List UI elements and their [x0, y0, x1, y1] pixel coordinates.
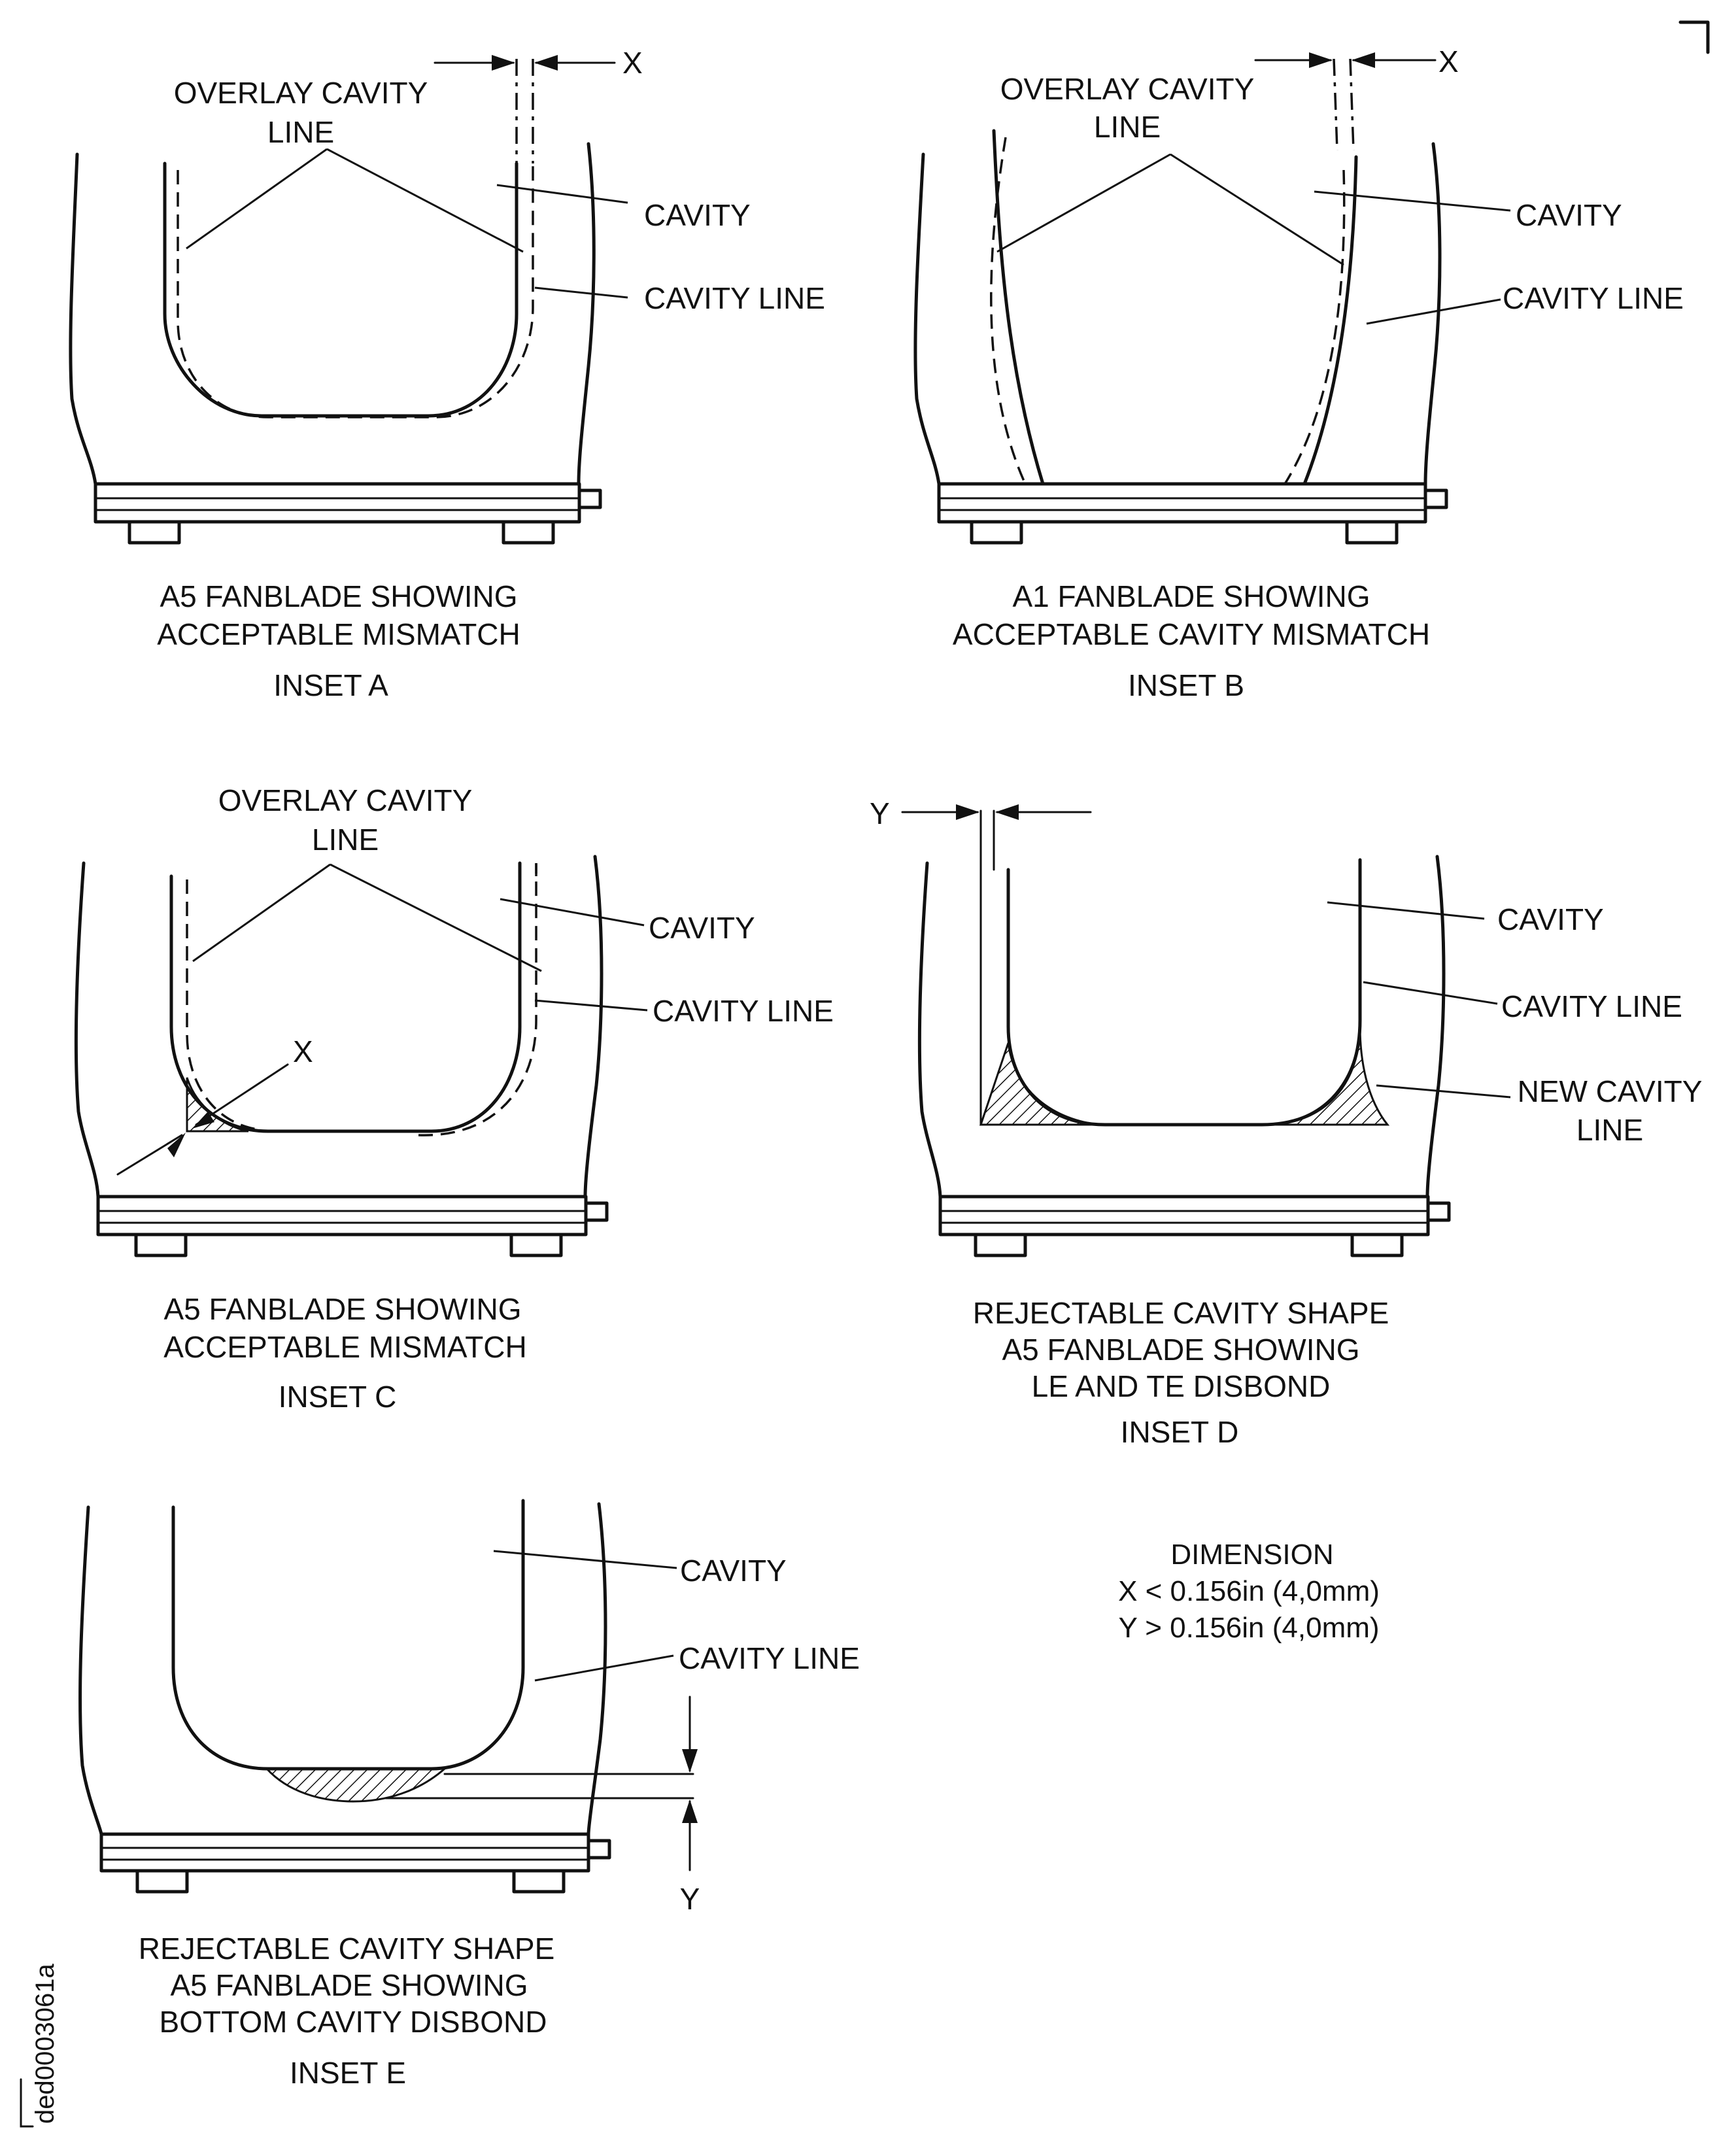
inset-c: X OVERLAY CAVITY LINE CAVITY CAVITY LINE…: [74, 783, 834, 1414]
inset-a-dim-x-label: X: [622, 46, 643, 80]
inset-c-blade: [74, 855, 609, 1257]
inset-d-leaders: [1327, 901, 1511, 1099]
inset-c-caption-2: ACCEPTABLE MISMATCH: [163, 1330, 526, 1364]
inset-e-dim-y: Y: [680, 1696, 700, 1916]
inset-c-overlay-label-1: OVERLAY CAVITY: [218, 783, 473, 817]
inset-d-dim-y: Y: [870, 796, 1092, 830]
inset-a-blade: [69, 59, 602, 545]
inset-d-caption-1: REJECTABLE CAVITY SHAPE: [973, 1296, 1389, 1330]
figure-id: ded0003061a: [31, 1964, 60, 2124]
inset-a: X OVERLAY CAVITY LINE CAVITY CAVITY LINE…: [69, 46, 825, 702]
inset-c-overlay-label-2: LINE: [312, 823, 379, 857]
inset-b-cavity-line-label: CAVITY LINE: [1503, 281, 1684, 315]
inset-e-hatched-bottom-disbond: [264, 1767, 447, 1803]
inset-b-label: INSET B: [1128, 668, 1244, 702]
inset-a-leaders: [186, 148, 628, 299]
corner-mark: [1678, 20, 1710, 54]
inset-e-caption-2: A5 FANBLADE SHOWING: [170, 1968, 528, 2002]
inset-a-overlay-label-2: LINE: [267, 115, 334, 149]
inset-e: Y CAVITY CAVITY LINE REJECTABLE CAVITY S…: [78, 1499, 860, 2090]
inset-e-blade: [78, 1499, 694, 1894]
inset-e-cavity-label: CAVITY: [680, 1554, 787, 1588]
inset-d: Y CAVITY CAVITY LINE NEW CAVITY LINE REJ…: [870, 796, 1702, 1449]
inset-a-cavity-line-label: CAVITY LINE: [644, 281, 825, 315]
inset-b-cavity-label: CAVITY: [1516, 198, 1622, 232]
inset-d-new-cavity-line-label-2: LINE: [1576, 1113, 1643, 1147]
inset-c-cavity-label: CAVITY: [649, 911, 755, 945]
inset-d-blade: [917, 810, 1451, 1257]
inset-d-label: INSET D: [1121, 1415, 1239, 1449]
inset-d-caption-3: LE AND TE DISBOND: [1032, 1369, 1331, 1403]
inset-c-caption-1: A5 FANBLADE SHOWING: [163, 1292, 521, 1326]
inset-e-leaders: [493, 1550, 677, 1682]
inset-c-cavity-line: [169, 861, 522, 1133]
inset-d-cavity-line-label: CAVITY LINE: [1501, 989, 1682, 1023]
inset-c-cavity-line-label: CAVITY LINE: [653, 994, 834, 1028]
dimension-note: DIMENSION X < 0.156in (4,0mm) Y > 0.156i…: [1118, 1539, 1380, 1644]
inset-b-dim-x-label: X: [1438, 44, 1459, 78]
inset-e-dim-y-label: Y: [680, 1882, 700, 1916]
inset-a-cavity-line: [163, 162, 519, 418]
inset-b-caption-2: ACCEPTABLE CAVITY MISMATCH: [953, 617, 1430, 651]
inset-c-dim-x: X: [116, 1034, 313, 1176]
inset-a-overlay-label-1: OVERLAY CAVITY: [174, 76, 428, 110]
inset-d-caption-2: A5 FANBLADE SHOWING: [1002, 1333, 1359, 1367]
inset-d-new-cavity-line: [979, 810, 995, 1126]
inset-e-caption-1: REJECTABLE CAVITY SHAPE: [139, 1932, 555, 1966]
inset-c-leaders: [192, 863, 648, 1012]
figure-id-block: ded0003061a: [20, 1964, 60, 2128]
inset-c-label: INSET C: [279, 1380, 397, 1414]
inset-a-caption-2: ACCEPTABLE MISMATCH: [157, 617, 520, 651]
inset-b-dim-x: X: [1254, 44, 1459, 78]
inset-d-dim-y-label: Y: [870, 796, 890, 830]
inset-d-cavity-label: CAVITY: [1497, 902, 1604, 936]
inset-a-label: INSET A: [273, 668, 388, 702]
inset-b: X OVERLAY CAVITY LINE CAVITY CAVITY LINE…: [913, 44, 1684, 702]
inset-d-new-cavity-line-label-1: NEW CAVITY: [1518, 1074, 1703, 1108]
inset-d-hatched-te-disbond: [1261, 1026, 1390, 1126]
inset-e-cavity-line-label: CAVITY LINE: [679, 1641, 860, 1675]
inset-a-caption-1: A5 FANBLADE SHOWING: [160, 579, 517, 613]
dimension-y-limit: Y > 0.156in (4,0mm): [1118, 1612, 1379, 1644]
inset-b-overlay-cavity-line: [990, 137, 1027, 485]
inset-b-cavity-line: [992, 129, 1045, 486]
inset-c-overlay-cavity-line: [186, 863, 537, 1136]
inset-e-cavity-line: [171, 1499, 525, 1771]
inset-c-hatched-mismatch: [186, 1077, 249, 1133]
inset-b-overlay-label-1: OVERLAY CAVITY: [1000, 72, 1255, 106]
inset-b-overlay-label-2: LINE: [1094, 110, 1161, 144]
inset-a-overlay-cavity-line: [177, 163, 534, 418]
inset-d-hatched-le-disbond: [979, 1042, 1099, 1126]
dimension-x-limit: X < 0.156in (4,0mm): [1118, 1575, 1380, 1607]
dimension-title: DIMENSION: [1170, 1539, 1333, 1571]
inset-b-caption-1: A1 FANBLADE SHOWING: [1012, 579, 1370, 613]
inset-e-caption-3: BOTTOM CAVITY DISBOND: [160, 2005, 547, 2039]
inset-a-cavity-label: CAVITY: [644, 198, 751, 232]
inset-c-dim-x-label: X: [293, 1034, 313, 1068]
inset-b-leaders: [996, 153, 1511, 325]
inset-b-blade: [913, 58, 1448, 545]
inset-d-cavity-line: [1006, 858, 1362, 1127]
inset-e-label: INSET E: [290, 2056, 406, 2090]
inset-a-dim-x: X: [434, 46, 643, 80]
